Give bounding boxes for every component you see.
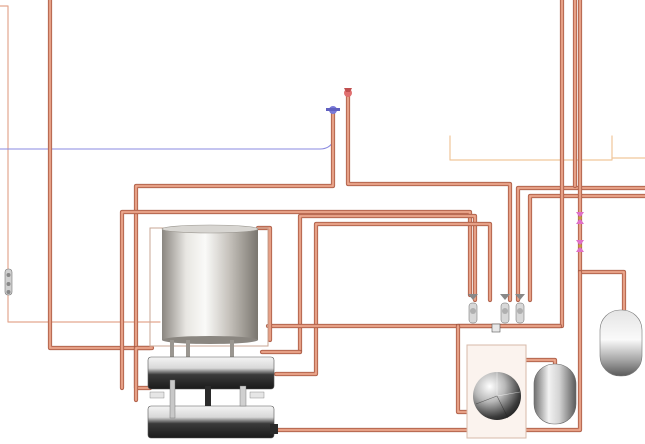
pump-skid[interactable] — [466, 344, 527, 439]
main-pipes — [47, 0, 645, 433]
left-vertical-pipe — [0, 5, 161, 323]
accumulator-tank[interactable] — [599, 309, 643, 377]
inlet-valve-red[interactable] — [344, 88, 352, 97]
pipe-skid-left — [455, 323, 470, 415]
pipe-upper-loop-a — [119, 209, 473, 391]
manifold-valve-3[interactable] — [515, 294, 525, 324]
riser-valve-upper[interactable] — [576, 212, 584, 224]
pipe-skid-to-right — [523, 269, 583, 433]
pipe-red-valve-drop — [345, 92, 513, 303]
horizontal-drum-lower[interactable] — [147, 405, 278, 439]
pipe-right-header — [515, 185, 645, 303]
tan-header-line — [449, 135, 645, 161]
pipe-right-drop — [527, 193, 645, 303]
pipe-blue-valve-drop — [133, 109, 336, 391]
inlet-valve-blue[interactable] — [326, 106, 340, 114]
receiver-tank[interactable] — [533, 363, 577, 425]
horizontal-drum-upper[interactable] — [147, 356, 275, 390]
valve-manifold[interactable] — [468, 294, 525, 333]
drum-connectors — [149, 379, 265, 419]
left-gauge-valve — [4, 268, 13, 296]
storage-tank[interactable] — [149, 224, 269, 358]
pipe-tank-left-inlet — [133, 345, 155, 403]
manifold-valve-1[interactable] — [468, 294, 478, 324]
pipe-upper-loop-b — [297, 213, 478, 355]
pipe-left-main — [47, 0, 153, 351]
pipe-upper-loop-c — [273, 221, 493, 377]
pipe-riser-right — [577, 0, 627, 313]
manifold-valve-2[interactable] — [500, 294, 510, 324]
pipe-pump-receiver — [517, 357, 558, 367]
thin-pipes — [0, 5, 645, 323]
riser-valve-lower[interactable] — [576, 240, 584, 252]
